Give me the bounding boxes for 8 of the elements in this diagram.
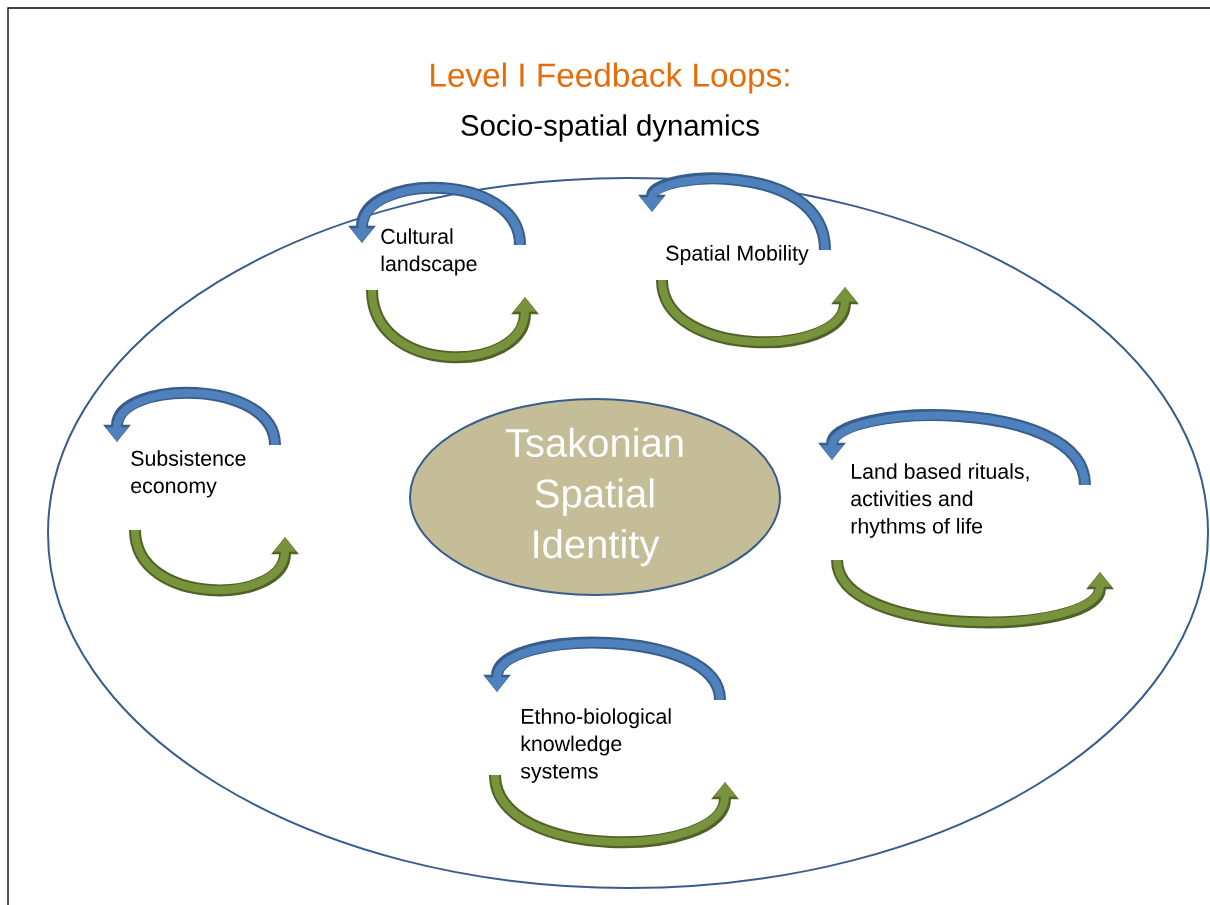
subtitle: Socio-spatial dynamics [461, 114, 759, 142]
loop-label: Ethno-biological knowledge systems [520, 708, 671, 783]
loop-label: Cultural landscape [381, 228, 477, 276]
title: Level I Feedback Loops: [431, 62, 789, 94]
loop-label: Spatial Mobility [666, 245, 809, 265]
loop-label: Subsistence economy [131, 450, 246, 498]
outer-ellipse [47, 177, 1209, 889]
loop-label: Land based rituals, activities and rhythms of life [851, 463, 1029, 538]
